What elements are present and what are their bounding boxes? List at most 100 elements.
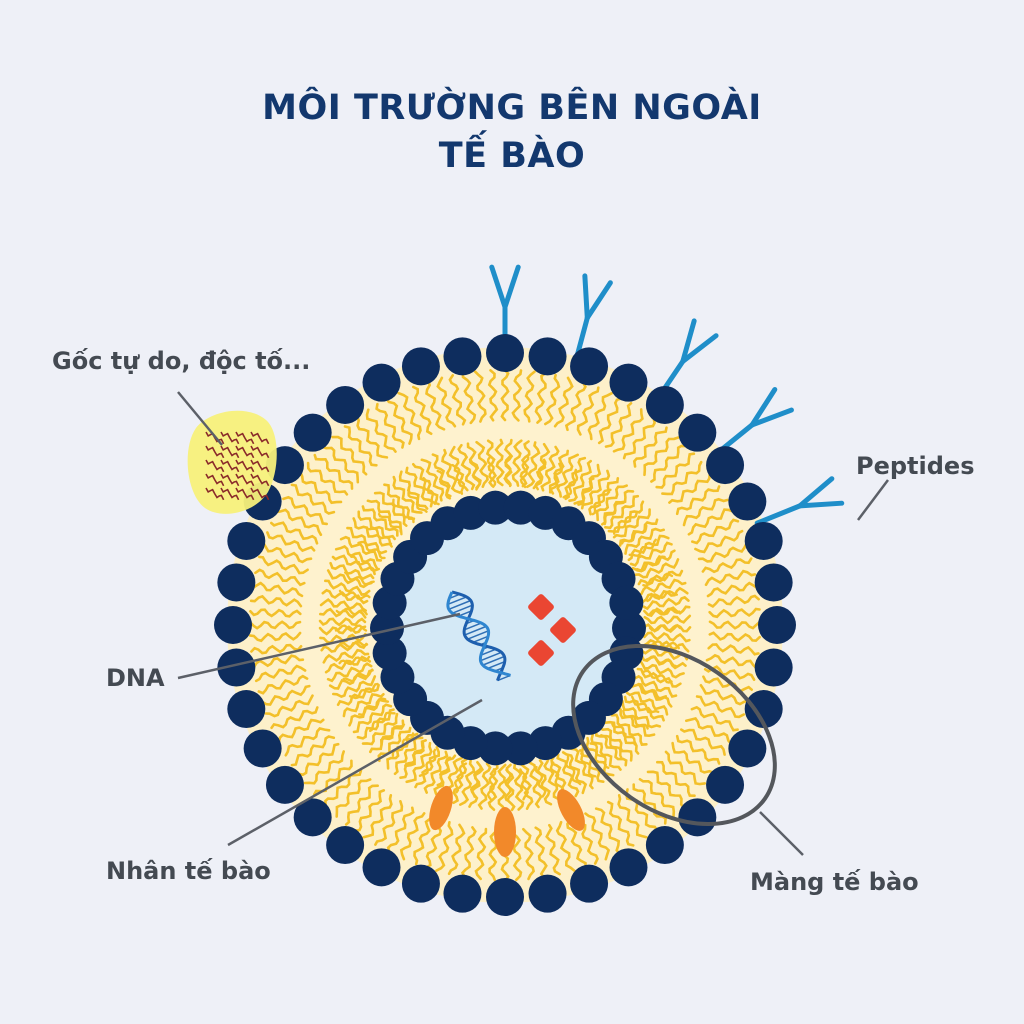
lipid-tail <box>404 740 425 768</box>
lipid-tail <box>704 569 757 587</box>
lipid-tail <box>290 735 336 767</box>
lipid-tail <box>590 732 622 771</box>
lipid-tail <box>643 631 691 643</box>
lipid-tail <box>425 380 446 431</box>
lipid-tail <box>399 812 426 861</box>
lipid-tail <box>504 454 512 488</box>
lipid-tail <box>534 371 547 424</box>
lipid-tail <box>522 827 536 881</box>
lipid-tail <box>251 581 304 598</box>
toxin-molecule <box>220 487 240 501</box>
lipid-tail <box>675 485 721 516</box>
dna-strand <box>446 591 511 677</box>
dna-helix <box>446 590 511 682</box>
dna-strand <box>451 590 507 682</box>
peptide-branch <box>582 273 590 321</box>
lipid-tail <box>543 756 563 803</box>
lipid-tail <box>485 439 497 487</box>
lipid-tail <box>623 695 665 722</box>
lipid-tail <box>385 397 413 445</box>
nuclear-head <box>372 636 407 671</box>
lipid-tail <box>579 749 597 778</box>
lipid-tail <box>616 706 656 738</box>
lipid-tail <box>708 620 762 630</box>
phospholipid-head <box>401 347 440 386</box>
lipid-tail <box>544 373 561 426</box>
organelle <box>557 789 585 831</box>
lipid-tail <box>691 518 740 545</box>
lipid-tail <box>477 762 492 810</box>
lipid-tail <box>423 750 449 794</box>
lipid-tail <box>487 763 499 811</box>
lipid-tail <box>536 759 553 806</box>
lipid-tail <box>331 554 376 576</box>
lipid-tail <box>313 453 354 490</box>
lipid-tail <box>466 442 482 490</box>
lipid-tail <box>262 541 313 564</box>
dna-rung <box>467 630 489 640</box>
peptide-receptors <box>489 264 845 526</box>
lipid-tail <box>352 517 393 547</box>
lipid-tail <box>252 654 305 669</box>
lipid-tail <box>414 746 440 789</box>
lipid-tail <box>555 820 576 872</box>
phospholipid-head <box>293 798 332 837</box>
lipid-tail <box>447 823 466 876</box>
lipid-tail <box>404 466 434 508</box>
lipid-tail <box>356 708 395 740</box>
lipid-tail <box>668 471 712 504</box>
lipid-tail <box>320 641 368 653</box>
lipid-tail <box>643 614 692 625</box>
lipid-tail <box>637 569 684 586</box>
lipid-tail <box>621 699 662 729</box>
lipid-tail <box>448 374 467 426</box>
lipid-tail <box>532 442 551 490</box>
toxin-molecule <box>235 473 255 487</box>
peptide-branch <box>749 387 778 428</box>
lipid-tail <box>397 391 422 441</box>
toxin-molecule <box>250 487 270 501</box>
lipid-tail <box>457 443 476 491</box>
lipid-tail <box>697 542 748 563</box>
lipid-tail <box>338 589 371 601</box>
lipid-tail <box>422 476 440 506</box>
lipid-tail <box>412 385 433 435</box>
peptide-branch <box>797 500 845 509</box>
label-nucleus: Nhân tế bào <box>106 857 271 885</box>
lipid-tail <box>321 445 360 484</box>
toxin-molecule <box>235 459 255 473</box>
lipid-tail <box>534 765 547 798</box>
lipid-tail <box>486 455 497 488</box>
label-dna: DNA <box>106 664 165 692</box>
lipid-tail <box>435 821 454 872</box>
lipid-tail <box>342 692 385 718</box>
lipid-tail <box>277 718 325 744</box>
leader-line-radicals <box>177 391 223 446</box>
lipid-tail <box>595 484 628 522</box>
lipid-tail <box>639 659 685 679</box>
lipid-tail <box>545 823 561 876</box>
phospholipid-head <box>326 826 365 865</box>
lipid-tail <box>290 483 336 515</box>
lipid-tail <box>468 761 485 808</box>
lipid-tail <box>613 512 638 535</box>
lipid-tail <box>412 463 439 505</box>
lipid-tail <box>642 595 690 611</box>
dna-rung <box>452 604 473 614</box>
lipid-tail <box>604 720 640 755</box>
lipid-tail <box>617 794 648 839</box>
dna-rung <box>472 635 489 644</box>
lipid-tail <box>473 370 487 423</box>
lipid-tail <box>303 750 345 785</box>
toxin-molecule <box>250 459 270 473</box>
lipid-tail <box>647 639 680 650</box>
lipid-tail <box>588 477 620 516</box>
lipid-tail <box>705 653 758 670</box>
toxin-molecule <box>235 431 255 445</box>
lipid-tail <box>254 568 306 587</box>
lipid-tail <box>706 581 759 598</box>
lipid-tail <box>620 524 648 545</box>
lipid-tail <box>335 607 368 616</box>
lipid-tail <box>612 408 644 453</box>
